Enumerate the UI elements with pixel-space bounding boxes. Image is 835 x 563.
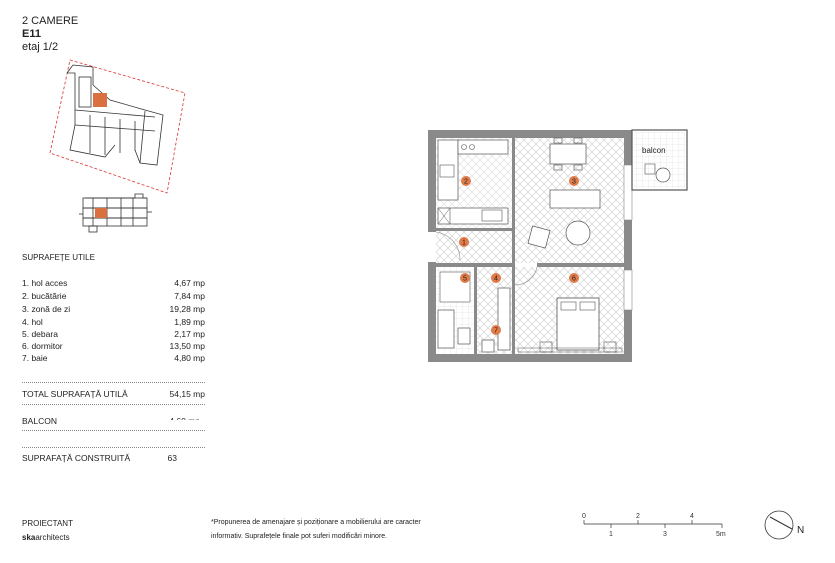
room-number: 1 bbox=[462, 240, 466, 247]
balcony-area-label: BALCON bbox=[22, 416, 57, 426]
room-marker bbox=[491, 325, 501, 335]
designer-label: PROIECTANT bbox=[22, 519, 73, 528]
building-section bbox=[79, 193, 152, 233]
room-number: 2 bbox=[464, 179, 468, 186]
room-number: 7 bbox=[494, 328, 498, 335]
area-row: 2. bucătărie 7,84 mp bbox=[22, 291, 205, 303]
highlighted-unit bbox=[93, 93, 107, 107]
area-name: 2. bucătărie bbox=[22, 291, 67, 301]
room-number: 4 bbox=[494, 276, 498, 283]
floor-label: etaj 1/2 bbox=[22, 41, 59, 53]
unit-code: E11 bbox=[22, 28, 41, 40]
area-name: 4. hol bbox=[22, 317, 43, 327]
area-value: 1,89 mp bbox=[174, 317, 205, 327]
scale-tick-5: 5m bbox=[716, 531, 726, 538]
room-marker bbox=[461, 176, 471, 186]
unit-header: 2 CAMERE E11 etaj 1/2 bbox=[22, 15, 78, 54]
north-arrow-icon: N bbox=[764, 510, 804, 540]
area-row: 5. debara 2,17 mp bbox=[22, 329, 205, 341]
disclaimer-line2: informativ. Suprafețele finale pot sufer… bbox=[211, 533, 388, 540]
room-marker bbox=[460, 273, 470, 283]
area-name: 7. baie bbox=[22, 353, 48, 363]
room-marker bbox=[459, 237, 469, 247]
divider bbox=[22, 430, 205, 431]
highlighted-floor bbox=[95, 208, 107, 218]
scale-tick-0: 0 bbox=[582, 513, 586, 520]
area-name: 5. debara bbox=[22, 329, 58, 339]
apartment-type: 2 CAMERE bbox=[22, 15, 79, 27]
room-number: 3 bbox=[572, 179, 576, 186]
area-name: 1. hol acces bbox=[22, 278, 68, 288]
area-name: 3. zonă de zi bbox=[22, 304, 71, 314]
room-number: 5 bbox=[463, 276, 467, 283]
divider bbox=[22, 404, 205, 405]
scale-tick-2: 2 bbox=[636, 513, 640, 520]
scale-tick-1: 1 bbox=[609, 531, 613, 538]
areas-title: SUPRAFEȚE UTILE bbox=[22, 253, 95, 262]
total-area-label: TOTAL SUPRAFAȚĂ UTILĂ bbox=[22, 389, 128, 399]
area-row: 6. dormitor 13,50 mp bbox=[22, 341, 205, 353]
built-area-row: SUPRAFAȚĂ CONSTRUITĂ 63 bbox=[22, 453, 205, 463]
designer-name: skaarchitects bbox=[22, 533, 70, 542]
room-number: 6 bbox=[572, 276, 576, 283]
area-row: 1. hol acces 4,67 mp bbox=[22, 278, 205, 290]
site-key-plan bbox=[49, 59, 186, 194]
room-marker bbox=[569, 176, 579, 186]
area-value: 7,84 mp bbox=[174, 291, 205, 301]
area-row: 3. zonă de zi 19,28 mp bbox=[22, 304, 205, 316]
disclaimer-line1: *Propunerea de amenajare și poziționare … bbox=[211, 519, 421, 526]
designer-name-rest: architects bbox=[35, 533, 70, 542]
total-area-value: 54,15 mp bbox=[169, 389, 205, 399]
built-area-label: SUPRAFAȚĂ CONSTRUITĂ bbox=[22, 453, 131, 463]
area-value: 19,28 mp bbox=[169, 304, 205, 314]
divider bbox=[22, 447, 205, 448]
north-label: N bbox=[797, 525, 804, 536]
scale-tick-3: 3 bbox=[663, 531, 667, 538]
area-row: 4. hol 1,89 mp bbox=[22, 317, 205, 329]
divider bbox=[22, 382, 205, 383]
room-marker bbox=[491, 273, 501, 283]
built-area-value: 63 bbox=[167, 453, 177, 463]
floor-plan: balcon 1 2 3 4 5 6 7 bbox=[428, 129, 688, 362]
room-marker bbox=[569, 273, 579, 283]
balcony-label: balcon bbox=[642, 146, 666, 155]
balcony-area-value: 4,60 mp bbox=[169, 416, 200, 426]
designer-name-bold: ska bbox=[22, 533, 36, 542]
scale-tick-4: 4 bbox=[690, 513, 694, 520]
area-value: 4,80 mp bbox=[174, 353, 205, 363]
scale-bar: 0 2 4 1 3 5m bbox=[582, 513, 726, 538]
balcony-area-row: BALCON 4,60 mp bbox=[22, 416, 205, 426]
area-value: 2,17 mp bbox=[174, 329, 205, 339]
total-area-row: TOTAL SUPRAFAȚĂ UTILĂ 54,15 mp bbox=[22, 389, 205, 399]
area-value: 13,50 mp bbox=[169, 341, 205, 351]
area-name: 6. dormitor bbox=[22, 341, 63, 351]
area-row: 7. baie 4,80 mp bbox=[22, 353, 205, 365]
area-value: 4,67 mp bbox=[174, 278, 205, 288]
